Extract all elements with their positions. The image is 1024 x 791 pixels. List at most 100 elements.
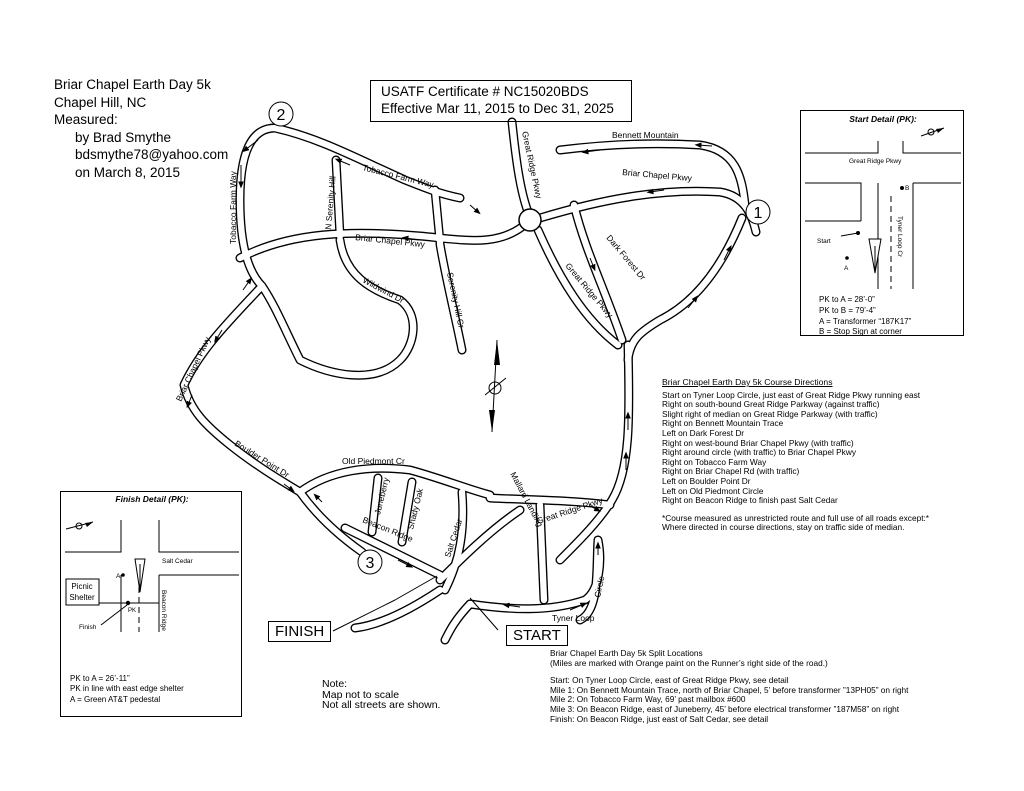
- course-arrow: [214, 329, 223, 344]
- finish-detail-picnic-2: Shelter: [69, 593, 95, 602]
- start-detail-legend-1: PK to A = 28’-0”: [819, 295, 875, 304]
- certificate-number: USATF Certificate # NC15020BDS: [381, 84, 589, 99]
- start-detail-legend-2: PK to B = 79’-4”: [819, 306, 876, 315]
- course-arrow: [242, 277, 253, 291]
- finish-detail-legend-2: PK in line with east edge shelter: [70, 684, 184, 693]
- measured-heading: Measured:: [54, 112, 118, 127]
- course-arrow: [401, 235, 421, 242]
- course-arrow: [469, 204, 481, 215]
- finish-detail-picnic-1: Picnic: [71, 582, 92, 591]
- start-detail-box: Start Detail (PK): Great Ridge Pkwy B St…: [800, 110, 964, 336]
- direction-step: Slight right of median on Great Ridge Pa…: [662, 408, 878, 419]
- course-arrow: [589, 505, 602, 512]
- course-arrows: [186, 139, 732, 611]
- split-line: Finish: On Beacon Ridge, just east of Sa…: [550, 713, 769, 724]
- course-location: Chapel Hill, NC: [54, 94, 147, 110]
- direction-step: Start on Tyner Loop Circle, just east of…: [662, 389, 921, 400]
- course-info: Briar Chapel Earth Day 5k Chapel Hill, N…: [54, 76, 228, 181]
- course-arrow: [242, 139, 259, 153]
- start-detail-a: A: [844, 265, 849, 272]
- street-label: Tobacco Farm Way: [362, 162, 436, 190]
- finish-detail-diagram: Finish Detail (PK): Salt Cedar A Picnic …: [65, 494, 239, 704]
- start-label: START: [506, 625, 568, 646]
- course-arrow: [502, 602, 521, 609]
- start-detail-title: Start Detail (PK):: [849, 114, 917, 124]
- mile-marker-3: 3: [357, 549, 383, 575]
- split-line: Start: On Tyner Loop Circle, east of Gre…: [550, 675, 789, 686]
- finish-detail-pk: PK: [128, 608, 136, 614]
- street-label: Circle: [592, 575, 606, 599]
- split-line: Mile 1: On Bennett Mountain Trace, north…: [550, 684, 909, 695]
- finish-pointer: [394, 575, 438, 601]
- course-arrow: [397, 559, 414, 568]
- start-detail-tyner: Tyner Loop Cr: [896, 216, 903, 258]
- direction-step: Right on Briar Chapel Rd (with traffic): [662, 466, 800, 477]
- street-label: Tobacco Farm Way: [228, 170, 238, 244]
- road-network: [179, 117, 761, 645]
- map-note: Note: Map not to scale Not all streets a…: [322, 679, 440, 711]
- split-locations: Briar Chapel Earth Day 5k Split Location…: [550, 648, 909, 724]
- course-arrow: [581, 148, 601, 155]
- mile-marker-2: 2: [268, 101, 294, 127]
- split-locations-subtitle: (Miles are marked with Orange paint on t…: [550, 657, 828, 668]
- split-line: Mile 3: On Beacon Ridge, east of Juneber…: [550, 703, 900, 714]
- direction-step: Right on west-bound Briar Chapel Pkwy (w…: [662, 437, 854, 448]
- note-heading: Note:: [322, 678, 348, 690]
- direction-step: Right on Beacon Ridge to finish past Sal…: [662, 495, 838, 506]
- finish-detail-legend-1: PK to A = 26’-11”: [70, 674, 130, 683]
- finish-detail-finish: Finish: [79, 624, 97, 631]
- mile-marker-1: 1: [745, 199, 771, 225]
- street-label: Briar Chapel Pkwy: [174, 335, 213, 403]
- start-detail-diagram: Start Detail (PK): Great Ridge Pkwy B St…: [805, 114, 961, 336]
- course-arrow: [186, 394, 193, 409]
- direction-step: Left on Old Piedmont Circle: [662, 485, 764, 496]
- start-pointer: [469, 597, 499, 631]
- certificate-box: USATF Certificate # NC15020BDS Effective…: [370, 80, 632, 122]
- street-label: Old Piedmont Cr: [342, 456, 405, 466]
- north-arrow: [484, 339, 507, 433]
- course-arrow: [646, 188, 665, 195]
- course-arrow: [313, 493, 323, 503]
- measured-by: by Brad Smythe: [75, 129, 172, 145]
- course-directions-title: Briar Chapel Earth Day 5k Course Directi…: [662, 377, 833, 387]
- direction-step: Right on Tobacco Farm Way: [662, 456, 767, 467]
- course-directions: Briar Chapel Earth Day 5k Course Directi…: [662, 377, 930, 533]
- course-arrow: [569, 602, 588, 611]
- direction-note: Where directed in course directions, sta…: [662, 522, 905, 533]
- note-scale: Map not to scale: [322, 688, 400, 701]
- finish-detail-salt-cedar: Salt Cedar: [162, 558, 194, 565]
- mile-marker-2-label: 2: [277, 107, 286, 124]
- street-label: Tyner Loop: [552, 613, 595, 623]
- finish-detail-box: Finish Detail (PK): Salt Cedar A Picnic …: [60, 491, 242, 717]
- direction-step: Right on Bennett Mountain Trace: [662, 418, 784, 429]
- note-streets: Not all streets are shown.: [322, 699, 441, 711]
- course-arrow: [334, 158, 351, 166]
- start-detail-start: Start: [817, 238, 831, 245]
- mile-marker-1-label: 1: [754, 205, 763, 222]
- finish-detail-title: Finish Detail (PK):: [115, 494, 188, 504]
- course-arrow: [687, 295, 699, 309]
- direction-step: Right around circle (with traffic) to Br…: [662, 447, 856, 458]
- traffic-circle: [518, 208, 542, 232]
- direction-step: Left on Dark Forest Dr: [662, 427, 745, 438]
- split-locations-title: Briar Chapel Earth Day 5k Split Location…: [550, 648, 703, 658]
- start-detail-great-ridge: Great Ridge Pkwy: [849, 158, 902, 165]
- direction-step: Left on Boulder Point Dr: [662, 475, 751, 486]
- course-arrow: [589, 257, 596, 272]
- road-ne-loop-east: [623, 213, 747, 365]
- certificate-effective: Effective Mar 11, 2015 to Dec 31, 2025: [381, 101, 614, 116]
- finish-pointer-2: [332, 599, 396, 632]
- direction-note: *Course measured as unrestricted route a…: [662, 512, 930, 523]
- finish-detail-a: A: [116, 573, 121, 580]
- finish-label: FINISH: [268, 621, 332, 642]
- measurer-email: bdsmythe78@yahoo.com: [75, 147, 229, 162]
- course-title: Briar Chapel Earth Day 5k: [54, 77, 211, 92]
- finish-detail-beacon: Beacon Ridge: [160, 590, 167, 631]
- street-label: Briar Chapel Pkwy: [622, 167, 693, 183]
- road-wildwind-dr: [257, 235, 418, 380]
- start-detail-legend-4: B = Stop Sign at corner: [819, 327, 902, 336]
- street-label: Dark Forest Dr: [604, 233, 648, 282]
- direction-step: Right on south-bound Great Ridge Parkway…: [662, 399, 880, 410]
- split-line: Mile 2: On Tobacco Farm Way, 69’ past ma…: [550, 694, 746, 705]
